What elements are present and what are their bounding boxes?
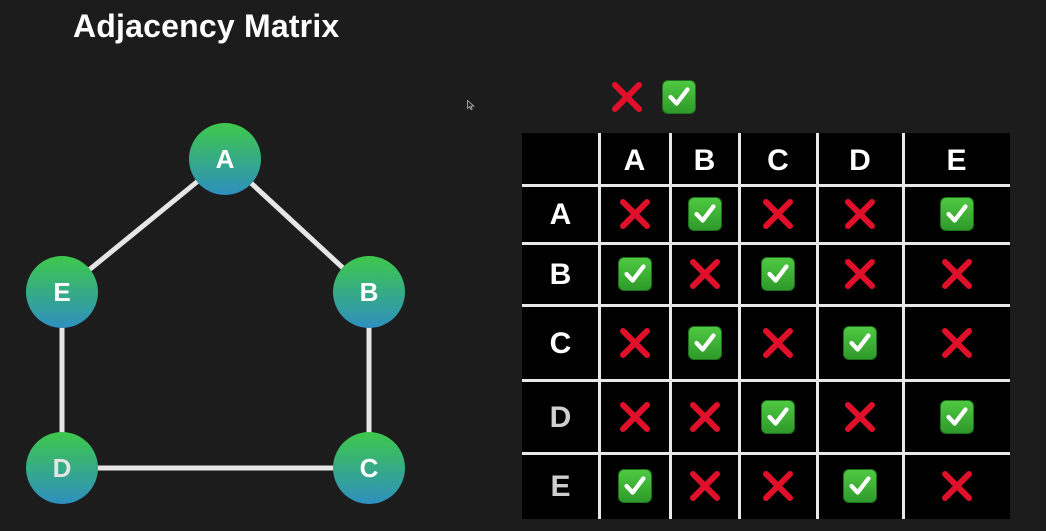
cross-icon [761,326,795,360]
cross-icon [940,326,974,360]
cross-icon [940,469,974,503]
cross-icon [688,257,722,291]
column-header-d: D [849,144,871,177]
node-label: E [53,277,70,307]
check-icon [761,257,795,291]
grid-line [522,378,1010,382]
graph-edges [59,157,372,471]
grid-line [597,133,601,519]
column-header-e: E [946,144,967,177]
check-icon [687,197,722,231]
column-header-a: A [623,144,646,177]
check-icon [761,399,795,434]
cross-icon [688,469,722,503]
column-header-c: C [767,144,789,177]
node-label: B [360,277,379,307]
check-icon [687,325,722,360]
cross-icon [610,80,644,114]
check-icon [939,399,974,434]
node-label: D [53,453,72,483]
legend [610,80,696,114]
cross-icon [843,197,877,231]
cross-icon [618,400,652,434]
column-header-b: B [693,144,716,177]
cross-icon [761,197,795,231]
grid-line [737,133,741,519]
page-title: Adjacency Matrix [73,8,340,44]
cross-icon [761,469,795,503]
row-header-c: C [549,326,572,360]
check-icon [617,469,652,503]
grid-line [901,133,905,519]
node-circle [189,123,261,195]
grid-line [668,133,672,519]
node-circle [26,256,98,328]
check-icon [939,197,974,231]
grid-line [522,183,1010,187]
graph-nodes: A B C D E [26,123,405,504]
cross-icon [843,400,877,434]
node-circle [333,432,405,504]
mouse-cursor-icon [467,100,475,110]
check-icon [843,325,877,360]
graph-node-e: E [26,256,98,328]
graph-node-d: D [26,432,98,504]
check-icon [662,80,696,114]
row-header-b: B [549,258,572,291]
graph-node-c: C [333,432,405,504]
cross-icon [843,257,877,291]
grid-line [522,303,1010,307]
node-label: C [360,453,379,483]
node-circle [26,432,98,504]
row-header-d: D [549,400,572,434]
graph-diagram: A B C D E [26,123,405,504]
graph-node-a: A [189,123,261,195]
row-header-a: A [549,198,572,231]
graph-node-b: B [333,256,405,328]
node-label: A [216,144,235,174]
cross-icon [940,257,974,291]
check-icon [617,257,652,291]
grid-line [815,133,819,519]
row-header-e: E [550,470,571,503]
cross-icon [618,326,652,360]
grid-line [522,241,1010,245]
node-circle [333,256,405,328]
cross-icon [618,197,652,231]
check-icon [843,469,877,503]
cross-icon [688,400,722,434]
grid-line [522,451,1010,455]
